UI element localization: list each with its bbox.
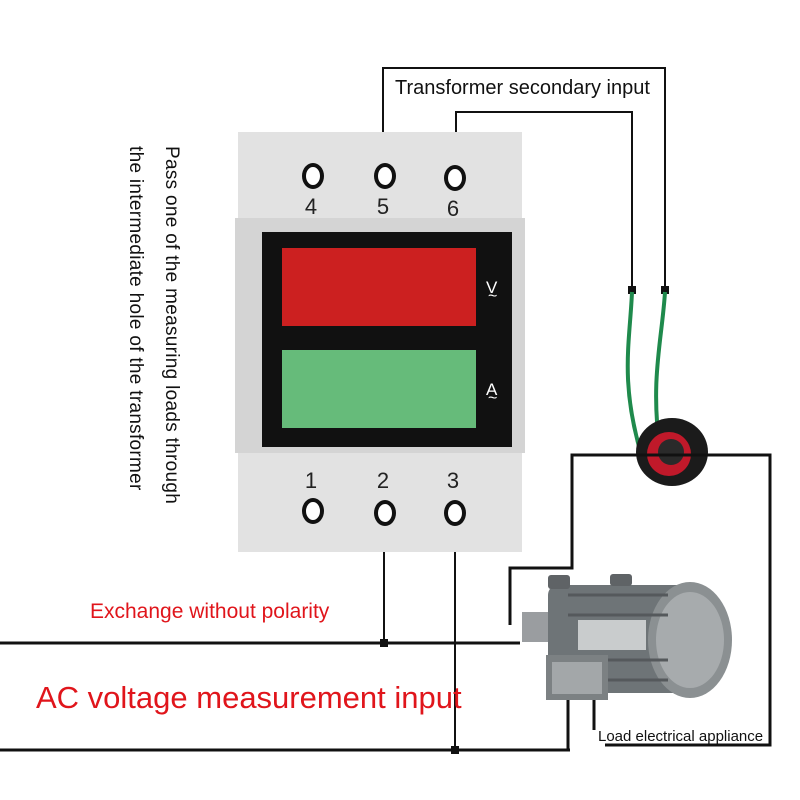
terminal-3-number: 3 [446,468,460,493]
current-unit-label: A [486,380,498,399]
current-wave-symbol: ~ [488,390,498,407]
wire-junction-ct-a [628,286,636,294]
current-display [282,350,476,428]
terminal-6-number: 6 [446,196,460,221]
wire-junction-ct-b [661,286,669,294]
terminal-1-screw [302,498,324,524]
terminal-4-number: 4 [304,194,318,219]
terminal-6-screw [444,165,466,191]
terminal-5-number: 5 [376,194,390,219]
load-electrical-appliance-label: Load electrical appliance [598,728,764,745]
ac-voltage-measurement-label: AC voltage measurement input [36,680,462,715]
current-transformer [636,418,708,486]
pass-loads-instruction-line1: Pass one of the measuring loads through [161,146,182,505]
voltage-wave-symbol: ~ [488,288,498,305]
terminal-4-screw [302,163,324,189]
wire-terminal-6-to-ct [455,111,633,290]
pass-loads-instruction-line2: the intermediate hole of the transformer [125,146,146,491]
wire-junction-terminal-3 [451,746,459,754]
transformer-secondary-input-label: Transformer secondary input [395,77,650,99]
terminal-5-screw [374,163,396,189]
terminal-2-screw [374,500,396,526]
load-wire-through-ct [508,453,772,747]
terminal-2-number: 2 [376,468,390,493]
voltage-unit-label: V [486,278,498,297]
wire-terminal-5-to-ct [382,67,666,290]
terminal-3-screw [444,500,466,526]
voltage-display [282,248,476,326]
exchange-without-polarity-label: Exchange without polarity [90,600,330,623]
ct-green-wire-a [625,291,642,451]
load-motor [522,574,732,700]
wire-junction-terminal-2 [380,639,388,647]
terminal-1-number: 1 [304,468,318,493]
